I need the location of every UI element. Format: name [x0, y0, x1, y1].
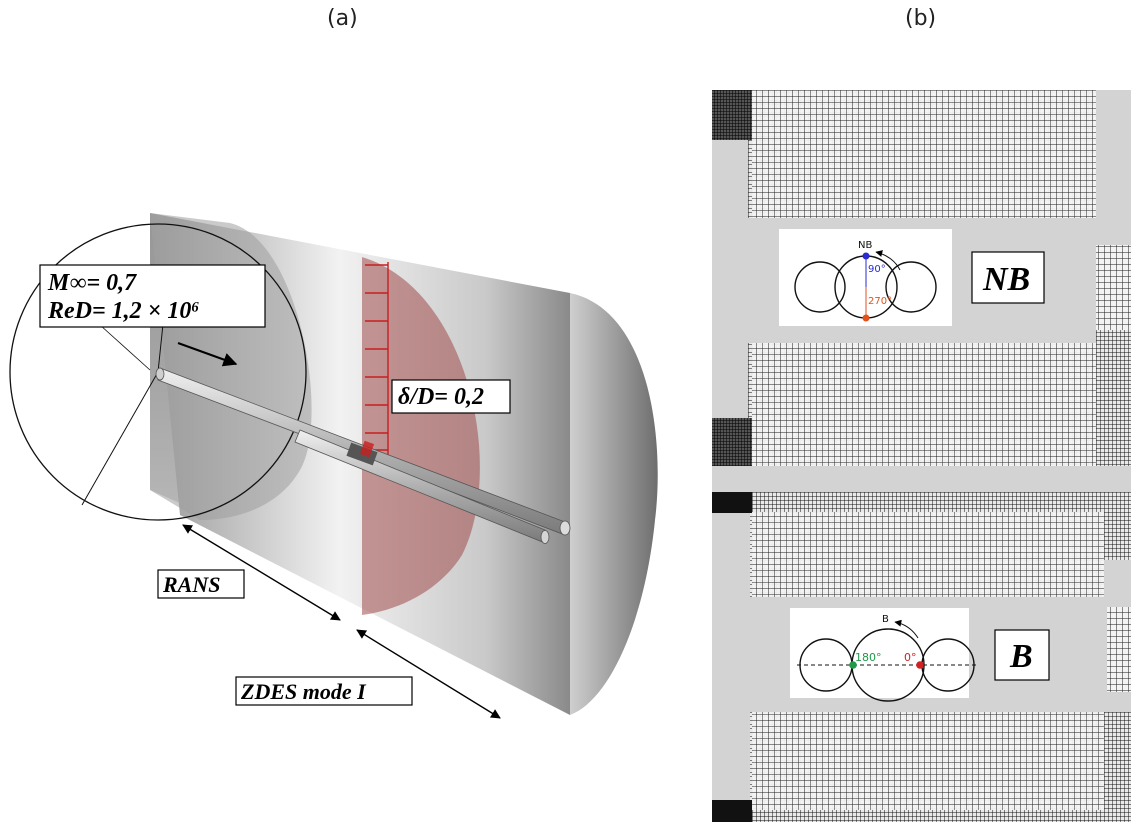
bottom-lower-slab	[712, 692, 1131, 800]
conditions-box: M∞= 0,7 ReD= 1,2 × 10⁶	[39, 264, 266, 328]
rans-box: RANS	[157, 569, 245, 599]
nb-label: NB	[982, 261, 1030, 298]
outlet-cap	[570, 293, 658, 715]
zdes-box: ZDES mode I	[235, 676, 413, 706]
delta-box: δ/D= 0,2	[391, 379, 511, 414]
b-box: B	[994, 629, 1050, 681]
rods	[155, 367, 571, 544]
rans-label: RANS	[162, 572, 220, 597]
nb-angle-270: 270°	[868, 296, 892, 307]
nb-inset: NB 90° 270°	[779, 229, 952, 326]
b-inset: B 180° 0°	[790, 608, 978, 702]
b-label: B	[1009, 638, 1033, 675]
panel-a-geometry	[9, 213, 658, 719]
b-angle-0: 0°	[904, 651, 917, 664]
b-angle-180: 180°	[855, 651, 882, 664]
nb-angle-90: 90°	[868, 264, 886, 275]
zdes-label: ZDES mode I	[240, 679, 367, 704]
b-inset-title: B	[882, 614, 889, 625]
interface-sheet	[362, 257, 480, 615]
panel-a-label: (a)	[327, 6, 358, 31]
panel-b-label: (b)	[905, 6, 937, 31]
reynolds-number: ReD= 1,2 × 10⁶	[47, 298, 200, 324]
delta-ratio: δ/D= 0,2	[398, 384, 484, 410]
bottom-upper-slab	[712, 513, 1131, 607]
nb-inset-title: NB	[858, 240, 872, 251]
nb-box: NB	[971, 251, 1045, 304]
mach-number: M∞= 0,7	[47, 270, 137, 296]
inlet-circle	[9, 223, 307, 521]
